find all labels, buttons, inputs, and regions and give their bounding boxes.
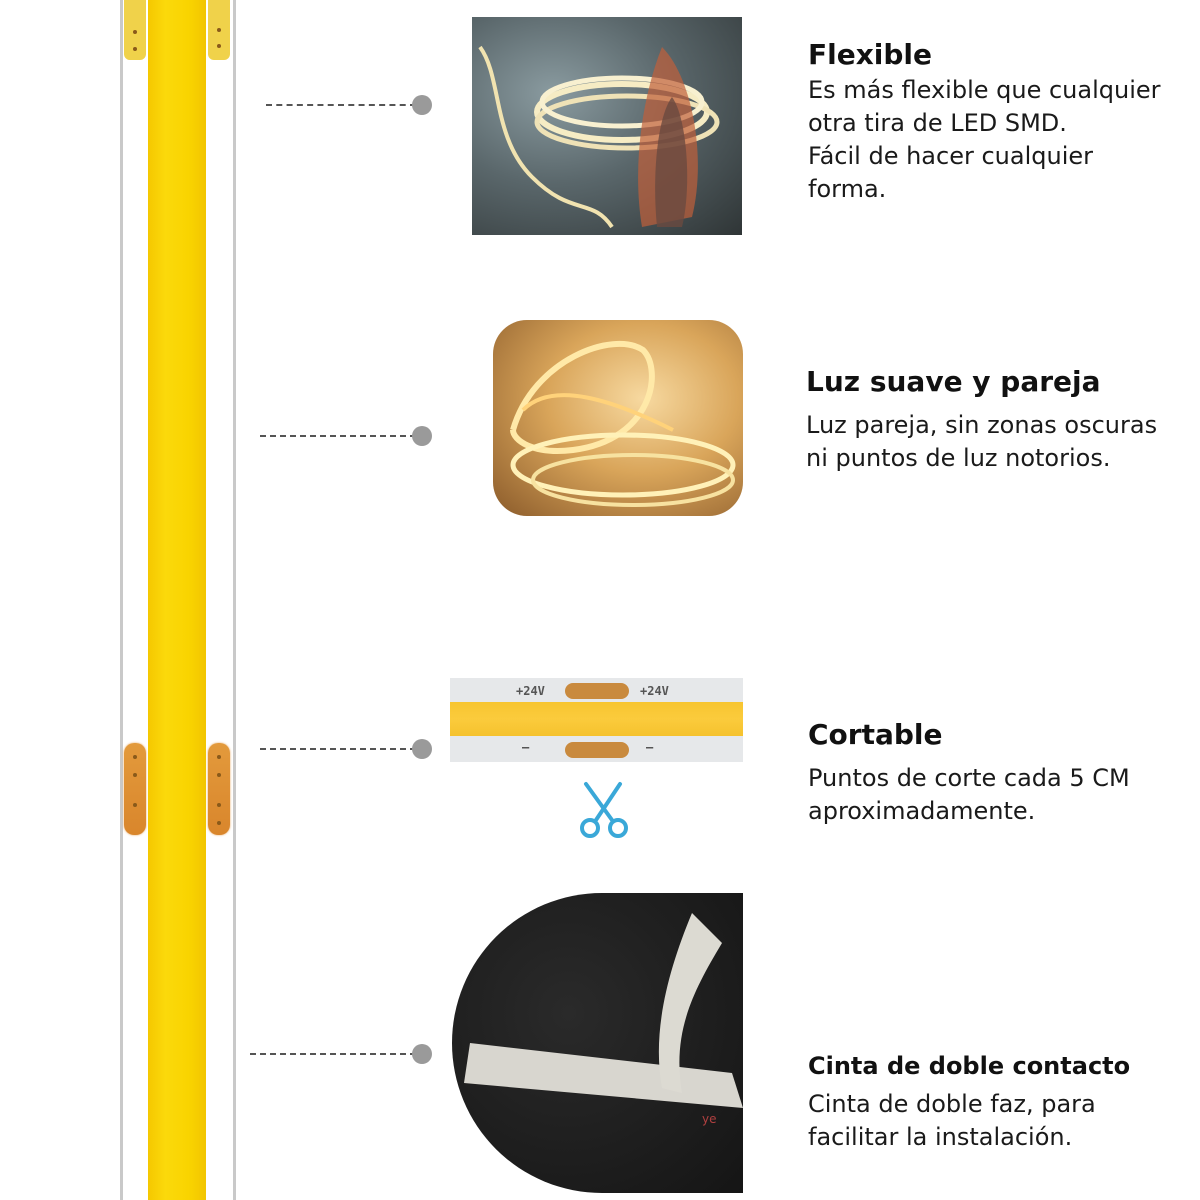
feature-description: Luz pareja, sin zonas oscuras ni puntos … (806, 411, 1158, 472)
cut-point-strip: +24V +24V — — (450, 678, 743, 762)
connector-dot-icon (412, 426, 432, 446)
feature-double-tape: Cinta de doble contacto Cinta de doble f… (808, 1050, 1188, 1154)
feature-cuttable: Cortable Puntos de corte cada 5 CM aprox… (808, 716, 1188, 828)
double-sided-tape-photo: ye (452, 893, 743, 1193)
top-pad-left (124, 0, 146, 60)
feature-title: Luz suave y pareja (806, 365, 1101, 398)
strip-edge-left (120, 0, 123, 1200)
strip-edge-right (233, 0, 236, 1200)
flexible-strip-photo (472, 17, 742, 235)
solder-pad-top (565, 683, 629, 699)
connector-soft-light (260, 426, 432, 446)
feature-description: Cinta de doble faz, para facilitar la in… (808, 1090, 1096, 1151)
scissors-icon (576, 780, 632, 840)
feature-title: Cinta de doble contacto (808, 1052, 1131, 1080)
connector-dot-icon (412, 1044, 432, 1064)
connector-dot-icon (412, 95, 432, 115)
top-pad-right (208, 0, 230, 60)
label-positive-right: +24V (640, 684, 669, 698)
connector-flexible (266, 95, 432, 115)
label-negative-left: — (522, 740, 530, 754)
strip-led-body (148, 0, 206, 1200)
feature-description: Es más flexible que cualquier otra tira … (808, 76, 1161, 203)
feature-flexible: Flexible Es más flexible que cualquier o… (808, 36, 1188, 206)
svg-text:ye: ye (702, 1112, 716, 1126)
connector-tape (250, 1044, 432, 1064)
solder-pad-bottom (565, 742, 629, 758)
led-strip-illustration (120, 0, 236, 1200)
cut-pad-right (208, 743, 230, 835)
connector-dot-icon (412, 739, 432, 759)
label-negative-right: — (646, 740, 654, 754)
cut-strip-led-band (450, 702, 743, 736)
feature-title: Cortable (808, 718, 943, 751)
feature-soft-light: Luz suave y pareja Luz pareja, sin zonas… (806, 363, 1186, 475)
connector-cuttable (260, 739, 432, 759)
cut-pad-left (124, 743, 146, 835)
feature-title: Flexible (808, 38, 933, 71)
soft-light-strip-photo (493, 320, 743, 516)
label-positive-left: +24V (516, 684, 545, 698)
feature-description: Puntos de corte cada 5 CM aproximadament… (808, 764, 1130, 825)
